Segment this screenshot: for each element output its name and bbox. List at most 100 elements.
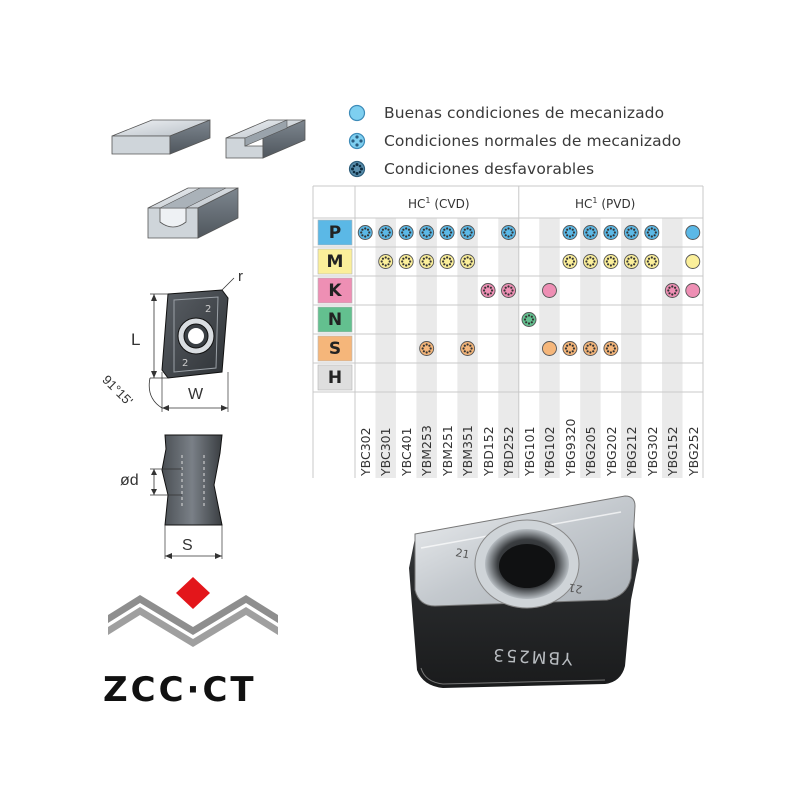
normal-conditions-icon bbox=[521, 312, 537, 327]
material-cell-h bbox=[317, 364, 353, 391]
column-stripe bbox=[498, 218, 519, 478]
good-conditions-icon bbox=[542, 341, 557, 356]
normal-conditions-icon bbox=[644, 254, 660, 269]
insert-side-view-drawing bbox=[150, 434, 223, 559]
grade-label: YBC301 bbox=[378, 427, 394, 476]
dimension-r-label: r bbox=[238, 268, 243, 285]
group-label-text: HC bbox=[575, 197, 593, 211]
dimension-w-label: W bbox=[188, 386, 204, 403]
column-stripe bbox=[662, 218, 683, 478]
normal-conditions-icon bbox=[439, 225, 455, 240]
insert-product-photo: 21 21 bbox=[409, 495, 639, 688]
grade-label: YBM351 bbox=[460, 425, 476, 476]
legend-label: Condiciones normales de mecanizado bbox=[384, 132, 682, 150]
group-label-sup: 1 bbox=[425, 196, 431, 205]
good-conditions-icon bbox=[348, 104, 366, 122]
normal-conditions-icon bbox=[357, 225, 373, 240]
column-stripe bbox=[621, 218, 642, 478]
normal-conditions-icon bbox=[562, 225, 578, 240]
flat-block-icon bbox=[111, 119, 211, 155]
material-cell-k bbox=[317, 277, 353, 304]
normal-conditions-icon bbox=[348, 132, 366, 150]
normal-conditions-icon bbox=[460, 254, 476, 269]
material-label-m: M bbox=[326, 251, 344, 272]
grade-label: YBG102 bbox=[542, 426, 558, 476]
normal-conditions-icon bbox=[398, 254, 414, 269]
normal-conditions-icon bbox=[623, 225, 639, 240]
zcc-ct-logo-text: ZCC·CT bbox=[103, 670, 257, 710]
group-label-text: HC bbox=[408, 197, 426, 211]
material-label-h: H bbox=[327, 367, 343, 388]
normal-conditions-icon bbox=[603, 254, 619, 269]
good-conditions-icon bbox=[685, 283, 701, 298]
grade-label: YBG205 bbox=[583, 426, 599, 476]
material-label-n: N bbox=[327, 309, 343, 330]
normal-conditions-icon bbox=[439, 254, 455, 269]
step-block-icon bbox=[225, 119, 306, 159]
normal-conditions-icon bbox=[378, 254, 394, 269]
normal-conditions-icon bbox=[398, 225, 414, 240]
normal-conditions-icon bbox=[501, 283, 516, 298]
dimension-d-label: ød bbox=[120, 472, 139, 489]
grade-label: YBG202 bbox=[603, 426, 619, 476]
normal-conditions-icon bbox=[582, 225, 598, 240]
legend-label: Buenas condiciones de mecanizado bbox=[384, 104, 665, 122]
workpiece-illustrations bbox=[111, 119, 306, 239]
good-conditions-icon bbox=[542, 283, 557, 298]
grade-label: YBG101 bbox=[521, 426, 537, 476]
unfavorable-conditions-icon bbox=[348, 160, 366, 178]
grade-label: YBM253 bbox=[419, 425, 435, 476]
grade-label: YBG212 bbox=[624, 426, 640, 476]
group-label-pvd: HC1 (PVD) bbox=[575, 196, 635, 211]
normal-conditions-icon bbox=[644, 225, 660, 240]
normal-conditions-icon bbox=[460, 341, 476, 356]
normal-conditions-icon bbox=[419, 225, 435, 240]
normal-conditions-icon bbox=[582, 341, 598, 356]
material-cell-s bbox=[317, 335, 353, 362]
grade-label: YBG9320 bbox=[562, 418, 578, 477]
slot-block-icon bbox=[147, 187, 239, 239]
grade-label: YBD152 bbox=[480, 426, 496, 476]
group-label-cvd: HC1 (CVD) bbox=[408, 196, 470, 211]
good-conditions-icon bbox=[685, 254, 701, 269]
legend-item-unfavorable: Condiciones desfavorables bbox=[348, 157, 594, 181]
normal-conditions-icon bbox=[501, 225, 516, 240]
normal-conditions-icon bbox=[419, 254, 435, 269]
material-label-p: P bbox=[328, 222, 342, 243]
normal-conditions-icon bbox=[562, 341, 578, 356]
normal-conditions-icon bbox=[623, 254, 639, 269]
grade-label: YBC302 bbox=[358, 427, 373, 476]
normal-conditions-icon bbox=[378, 225, 394, 240]
svg-text:2: 2 bbox=[182, 358, 188, 369]
svg-text:2: 2 bbox=[205, 304, 211, 315]
group-label-suffix: (PVD) bbox=[597, 197, 636, 211]
grade-label: YBG302 bbox=[644, 426, 660, 476]
grade-label: YBM251 bbox=[439, 425, 455, 476]
material-cell-n bbox=[317, 306, 353, 333]
group-label-sup: 1 bbox=[592, 196, 598, 205]
normal-conditions-icon bbox=[562, 254, 578, 269]
grade-label: YBC401 bbox=[398, 427, 414, 476]
material-cell-m bbox=[317, 248, 353, 275]
material-label-k: K bbox=[328, 280, 342, 301]
normal-conditions-icon bbox=[603, 225, 619, 240]
legend-item-good: Buenas condiciones de mecanizado bbox=[348, 101, 664, 125]
group-label-suffix: (CVD) bbox=[430, 197, 470, 211]
good-conditions-icon bbox=[685, 225, 701, 240]
legend-label: Condiciones desfavorables bbox=[384, 160, 595, 178]
normal-conditions-icon bbox=[460, 225, 476, 240]
material-cell-p bbox=[317, 219, 353, 246]
normal-conditions-icon bbox=[419, 341, 435, 356]
grade-label: YBD252 bbox=[501, 426, 517, 476]
grade-label: YBG152 bbox=[665, 426, 681, 476]
insert-top-view-drawing: 2 2 bbox=[148, 277, 235, 412]
normal-conditions-icon bbox=[664, 283, 680, 298]
dimension-l-label: L bbox=[131, 330, 141, 349]
normal-conditions-icon bbox=[480, 283, 496, 298]
zcc-ct-logo-mark bbox=[108, 577, 278, 647]
svg-text:21: 21 bbox=[567, 581, 583, 596]
material-label-s: S bbox=[328, 338, 342, 359]
grade-label: YBG252 bbox=[685, 426, 701, 476]
column-stripe bbox=[375, 218, 396, 478]
